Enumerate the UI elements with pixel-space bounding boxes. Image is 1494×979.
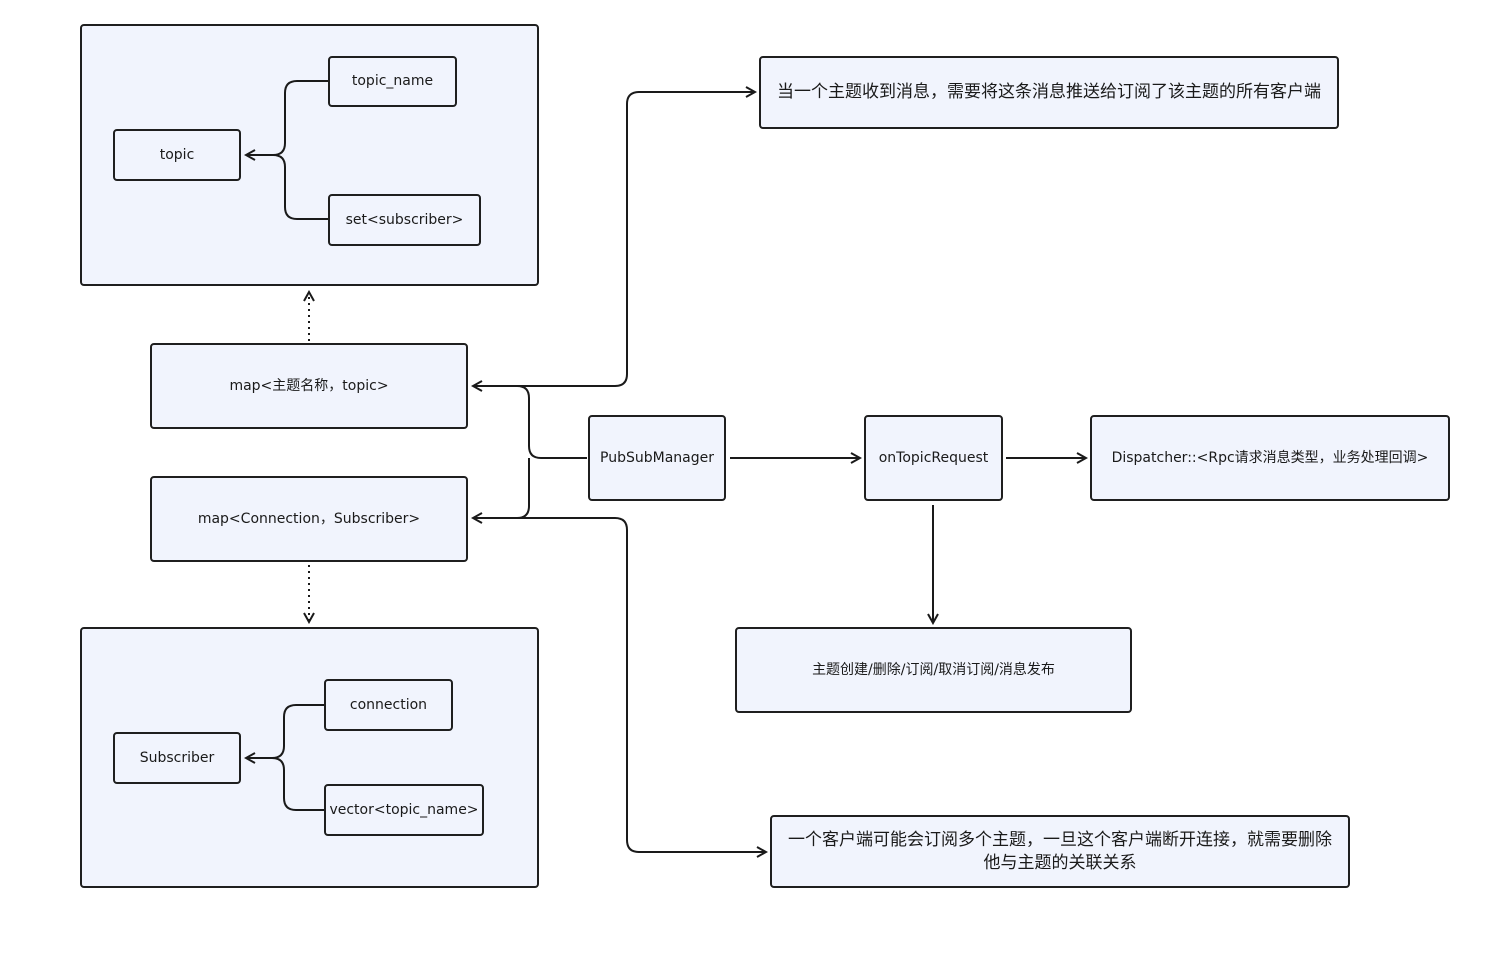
- subscriber-map-node: map<Connection，Subscriber>: [150, 476, 468, 562]
- subscriber-tree-connector: [246, 704, 324, 758]
- on-topic-request-node: onTopicRequest: [864, 415, 1003, 501]
- publish-note: 当一个主题收到消息，需要将这条消息推送给订阅了该主题的所有客户端: [759, 56, 1339, 129]
- connection-node: connection: [324, 679, 453, 731]
- subscriber-tree-connector-lower: [271, 757, 324, 811]
- topic-tree-connector: [246, 80, 328, 155]
- topic-operations-node: 主题创建/删除/订阅/取消订阅/消息发布: [735, 627, 1132, 713]
- topic-tree-connector-lower: [272, 154, 328, 220]
- subscriber-map-to-disconnect-note: [517, 517, 766, 852]
- topic-map-node: map<主题名称，topic>: [150, 343, 468, 429]
- manager-to-subscriber-map: [473, 458, 530, 518]
- topic-map-to-publish-note: [517, 92, 755, 387]
- topic-name-node: topic_name: [328, 56, 457, 107]
- subscriber-set-node: set<subscriber>: [328, 194, 481, 246]
- disconnect-note: 一个客户端可能会订阅多个主题，一旦这个客户端断开连接，就需要删除他与主题的关联关…: [770, 815, 1350, 888]
- dispatcher-node: Dispatcher::<Rpc请求消息类型，业务处理回调>: [1090, 415, 1450, 501]
- pubsub-manager-node: PubSubManager: [588, 415, 726, 501]
- topic-node: topic: [113, 129, 241, 181]
- topic-name-vector-node: vector<topic_name>: [324, 784, 484, 836]
- manager-to-topic-map: [473, 386, 587, 459]
- subscriber-node: Subscriber: [113, 732, 241, 784]
